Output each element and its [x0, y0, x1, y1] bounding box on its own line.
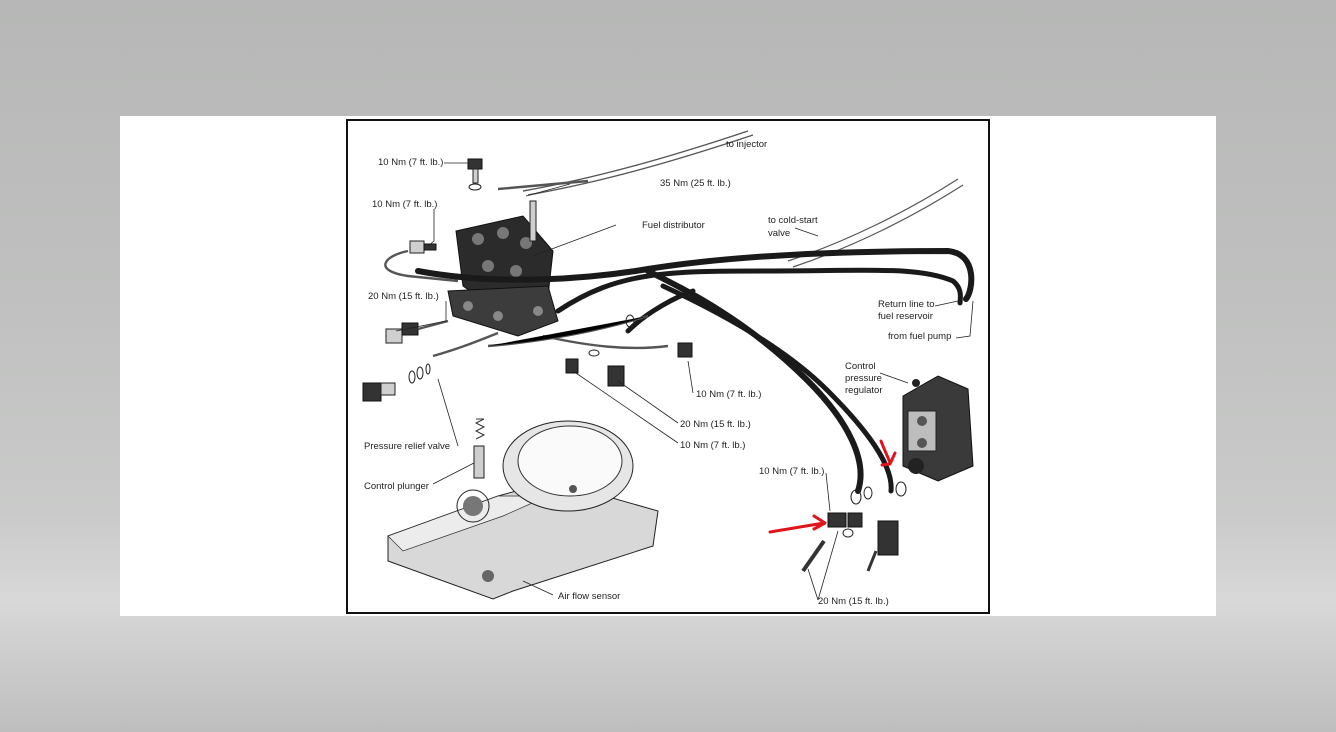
label-to-injector: to injector: [726, 139, 767, 150]
label-torque-10nm-mid: 10 Nm (7 ft. lb.): [696, 389, 761, 400]
label-pressure-relief-valve: Pressure relief valve: [364, 441, 450, 452]
label-control-pressure-2: pressure: [845, 373, 882, 384]
regulator-fittings: [801, 481, 907, 573]
control-plunger: [473, 418, 486, 479]
label-torque-35nm: 35 Nm (25 ft. lb.): [660, 178, 731, 189]
injector-lines: [497, 130, 754, 196]
labels: 10 Nm (7 ft. lb.) to injector 35 Nm (25 …: [364, 139, 951, 607]
label-to-cold-start-1: to cold-start: [768, 215, 818, 226]
pressure-relief-parts: [362, 331, 499, 402]
label-control-pressure-1: Control: [845, 361, 876, 372]
label-torque-20nm-bottom: 20 Nm (15 ft. lb.): [818, 596, 889, 607]
banjo-bolt-left: [385, 319, 449, 344]
label-torque-10nm-top: 10 Nm (7 ft. lb.): [378, 157, 443, 168]
control-pressure-regulator: [902, 375, 974, 482]
annotation-arrows: [768, 439, 897, 534]
label-torque-10nm-right: 10 Nm (7 ft. lb.): [759, 466, 824, 477]
label-to-cold-start-2: valve: [768, 228, 790, 239]
label-return-line-1: Return line to: [878, 299, 935, 310]
label-torque-10nm-low: 10 Nm (7 ft. lb.): [680, 440, 745, 451]
label-air-flow-sensor: Air flow sensor: [558, 591, 620, 602]
label-control-pressure-3: regulator: [845, 385, 883, 396]
air-flow-sensor: [387, 420, 659, 600]
label-from-fuel-pump: from fuel pump: [888, 331, 951, 342]
label-torque-20nm-left: 20 Nm (15 ft. lb.): [368, 291, 439, 302]
diagram-frame: 10 Nm (7 ft. lb.) to injector 35 Nm (25 …: [346, 119, 990, 614]
fuel-hoses: [415, 247, 975, 494]
label-control-plunger: Control plunger: [364, 481, 429, 492]
mid-fittings: [565, 314, 693, 387]
label-return-line-2: fuel reservoir: [878, 311, 933, 322]
fuel-distributor: [447, 200, 559, 337]
red-arrow-left: [768, 514, 827, 534]
label-fuel-distributor: Fuel distributor: [642, 220, 705, 231]
label-torque-20nm-mid: 20 Nm (15 ft. lb.): [680, 419, 751, 430]
fuel-injection-diagram: 10 Nm (7 ft. lb.) to injector 35 Nm (25 …: [362, 130, 975, 607]
red-arrow-right: [879, 439, 897, 467]
banjo-bolt-top: [467, 158, 483, 191]
leader-lines: [395, 162, 974, 601]
label-torque-10nm-left: 10 Nm (7 ft. lb.): [372, 199, 437, 210]
